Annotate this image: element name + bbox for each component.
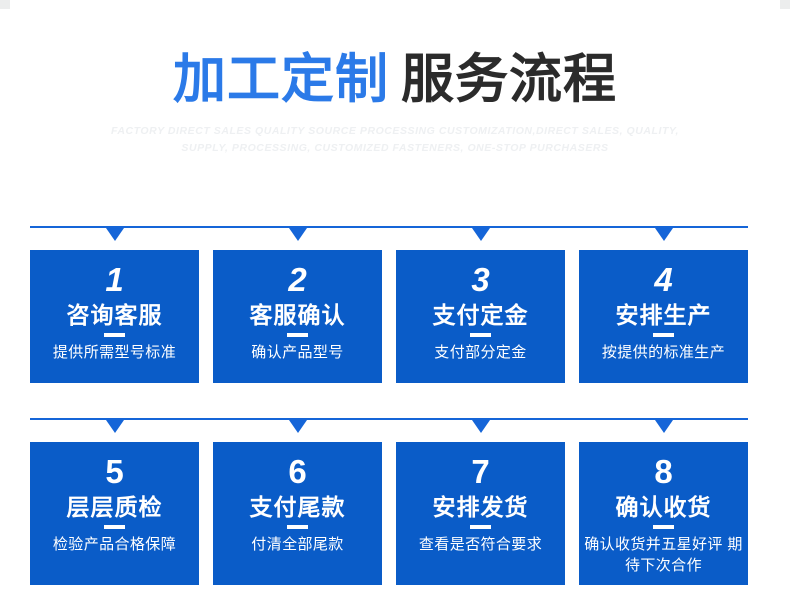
step-card-7[interactable]: 7 安排发货 查看是否符合要求	[396, 442, 565, 585]
step-title: 支付定金	[432, 302, 529, 328]
step-divider	[470, 333, 491, 337]
step-markers	[30, 228, 748, 241]
step-number: 2	[288, 261, 307, 298]
top-left-edge-sliver	[0, 0, 10, 9]
step-title: 安排生产	[615, 302, 712, 328]
page-title-dark: 服务流程	[401, 50, 617, 109]
marker-triangle-icon	[106, 228, 124, 241]
connector-line	[30, 418, 748, 420]
step-divider	[653, 525, 674, 529]
marker-triangle-icon	[289, 420, 307, 433]
page-title: 加工定制服务流程	[0, 48, 790, 112]
step-number: 5	[105, 453, 124, 490]
step-description: 按提供的标准生产	[601, 344, 726, 361]
marker-triangle-icon	[289, 228, 307, 241]
marker-triangle-icon	[106, 420, 124, 433]
top-right-edge-sliver	[780, 0, 790, 9]
marker-triangle-icon	[655, 228, 673, 241]
step-card-6[interactable]: 6 支付尾款 付清全部尾款	[213, 442, 382, 585]
step-number: 4	[654, 261, 673, 298]
page-title-accent: 加工定制	[173, 50, 389, 109]
step-divider	[653, 333, 674, 337]
step-card-2[interactable]: 2 客服确认 确认产品型号	[213, 250, 382, 383]
step-description: 检验产品合格保障	[52, 536, 177, 553]
step-number: 3	[471, 261, 490, 298]
marker-triangle-icon	[472, 228, 490, 241]
step-divider	[104, 525, 125, 529]
step-description: 确认产品型号	[251, 344, 344, 361]
step-description: 确认收货并五星好评 期待下次合作	[584, 536, 743, 574]
page-subtitle: FACTORY DIRECT SALES QUALITY SOURCE PROC…	[111, 125, 679, 154]
step-card-5[interactable]: 5 层层质检 检验产品合格保障	[30, 442, 199, 585]
marker-triangle-icon	[655, 420, 673, 433]
step-description: 提供所需型号标准	[52, 344, 177, 361]
step-number: 7	[471, 453, 490, 490]
step-card-4[interactable]: 4 安排生产 按提供的标准生产	[579, 250, 748, 383]
marker-triangle-icon	[472, 420, 490, 433]
step-divider	[287, 333, 308, 337]
step-title: 安排发货	[432, 494, 529, 520]
step-card-8[interactable]: 8 确认收货 确认收货并五星好评 期待下次合作	[579, 442, 748, 585]
step-card-list: 5 层层质检 检验产品合格保障 6 支付尾款 付清全部尾款 7 安排发货 查看是…	[30, 442, 748, 585]
step-description: 支付部分定金	[434, 344, 527, 361]
step-description: 付清全部尾款	[251, 536, 344, 553]
step-title: 确认收货	[615, 494, 712, 520]
connector-line	[30, 226, 748, 228]
step-number: 1	[105, 261, 124, 298]
step-divider	[470, 525, 491, 529]
step-number: 8	[654, 453, 673, 490]
step-card-list: 1 咨询客服 提供所需型号标准 2 客服确认 确认产品型号 3 支付定金 支付部…	[30, 250, 748, 383]
step-description: 查看是否符合要求	[418, 536, 543, 553]
step-title: 客服确认	[249, 302, 346, 328]
step-divider	[104, 333, 125, 337]
step-card-1[interactable]: 1 咨询客服 提供所需型号标准	[30, 250, 199, 383]
step-divider	[287, 525, 308, 529]
step-title: 层层质检	[66, 494, 163, 520]
step-title: 咨询客服	[66, 302, 163, 328]
step-card-3[interactable]: 3 支付定金 支付部分定金	[396, 250, 565, 383]
header: 加工定制服务流程 FACTORY DIRECT SALES QUALITY SO…	[0, 48, 790, 157]
step-markers	[30, 420, 748, 433]
step-number: 6	[288, 453, 307, 490]
step-title: 支付尾款	[249, 494, 346, 520]
